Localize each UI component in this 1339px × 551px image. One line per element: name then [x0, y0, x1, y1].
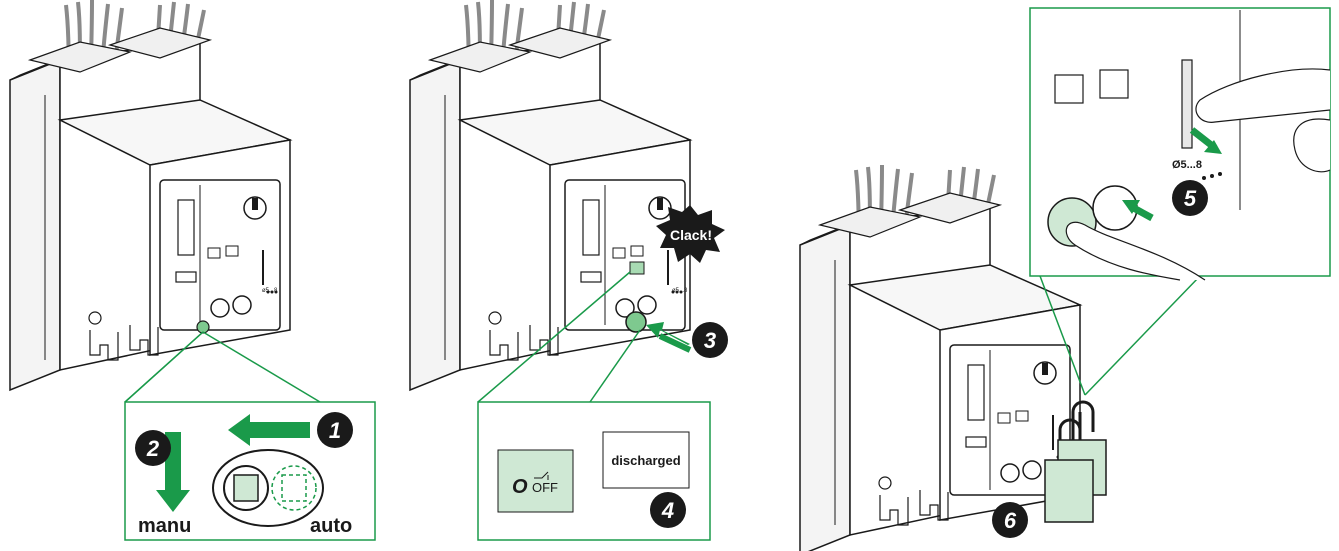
svg-text:O: O — [512, 476, 528, 498]
svg-text:discharged: discharged — [611, 453, 680, 468]
mode-selector — [196, 320, 210, 334]
svg-text:1: 1 — [329, 418, 341, 443]
step-1-badge: 1 — [317, 412, 353, 448]
svg-text:Ø5...8: Ø5...8 — [1172, 159, 1202, 171]
zoom-detail-box — [1029, 7, 1331, 277]
svg-text:OFF: OFF — [532, 480, 558, 495]
panel-2-breaker — [409, 0, 691, 391]
panel-1-breaker — [9, 0, 291, 391]
arrow-down — [156, 432, 190, 512]
arrow-left — [228, 414, 310, 446]
zoom-detail-content: Ø5...8 — [1047, 10, 1331, 281]
step-5-badge: 5 — [1172, 180, 1208, 216]
svg-text:4: 4 — [661, 498, 674, 523]
panel-2-range-label: ø5...8 — [672, 288, 688, 294]
indicator-off — [629, 261, 645, 275]
manu-label: manu — [138, 515, 191, 537]
arrow-push — [646, 322, 690, 345]
clack-burst: Clack! — [656, 205, 725, 263]
svg-text:6: 6 — [1004, 508, 1017, 533]
push-to-trip-button — [625, 311, 647, 333]
padlock-icon — [1044, 400, 1107, 523]
panel-1-range-label: ø5...8 — [262, 288, 278, 294]
auto-label: auto — [310, 515, 352, 537]
discharged-indicator-detail: discharged — [602, 431, 690, 489]
step-4-badge: 4 — [650, 492, 686, 528]
svg-text:5: 5 — [1184, 186, 1197, 211]
step-6-badge: 6 — [992, 502, 1028, 538]
svg-text:Clack!: Clack! — [670, 227, 712, 243]
step-3-badge: 3 — [692, 322, 728, 358]
svg-text:3: 3 — [704, 328, 716, 353]
off-indicator-detail: O OFF — [497, 449, 574, 513]
selector-detail — [212, 449, 324, 527]
step-2-badge: 2 — [135, 430, 171, 466]
svg-text:2: 2 — [146, 436, 160, 461]
